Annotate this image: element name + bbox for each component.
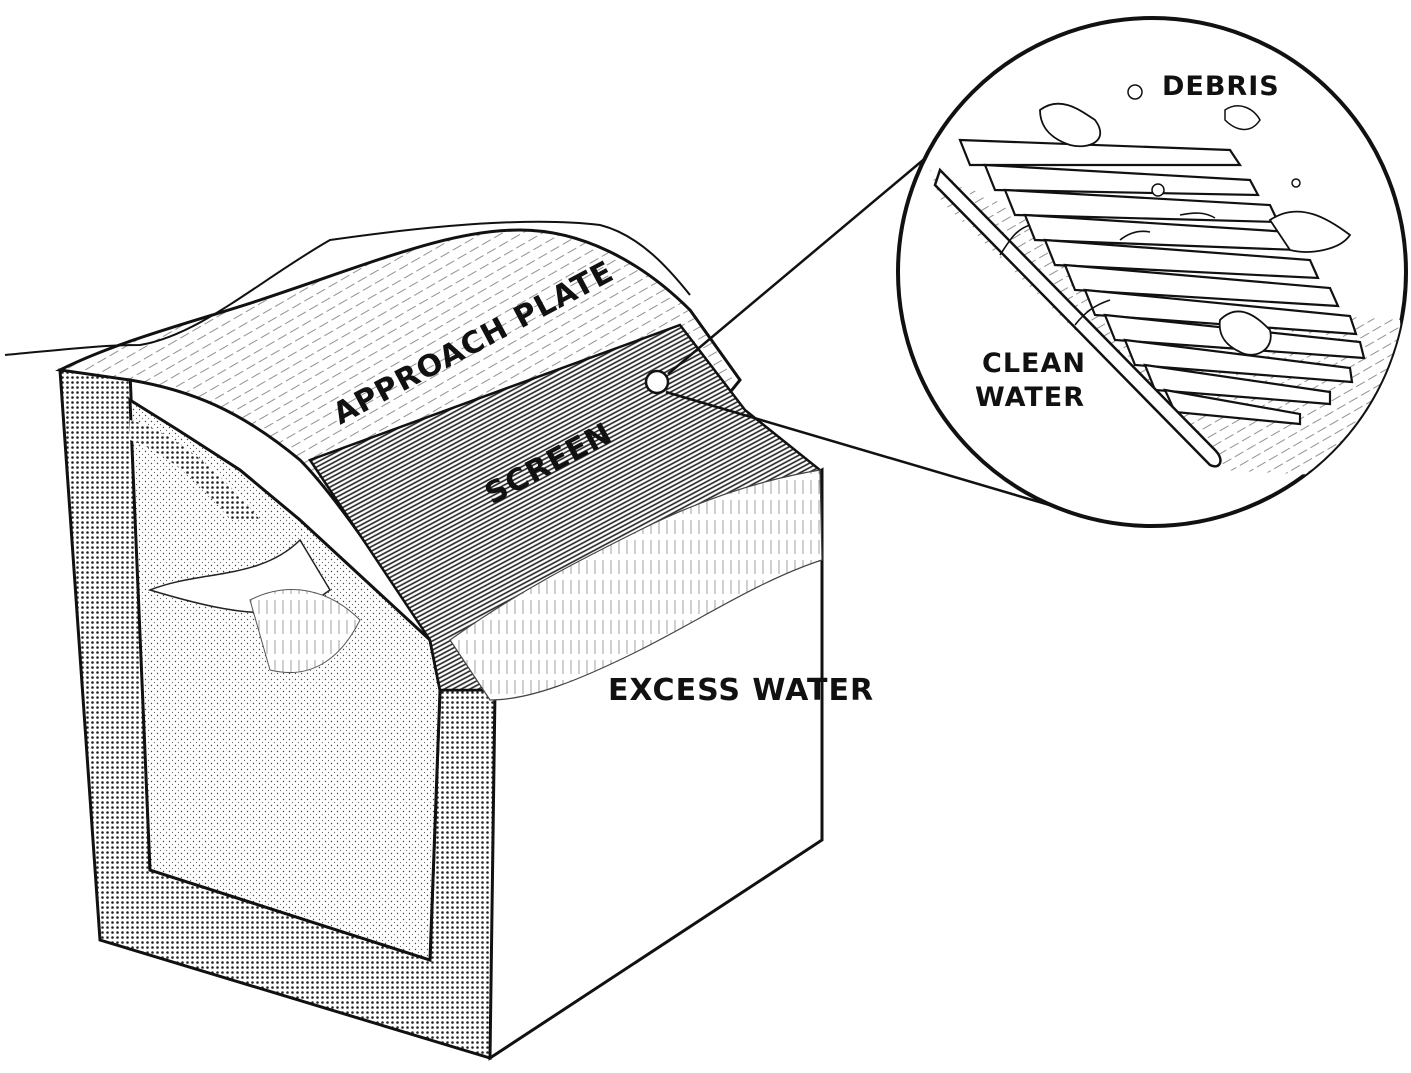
channel-shadow [130, 420, 260, 520]
detail-marker-circle [644, 369, 670, 395]
label-clean-water-line1: CLEAN [982, 348, 1086, 379]
callout-line-top [667, 149, 936, 375]
flow-arrows [999, 212, 1216, 326]
debris-pebble-icon [1291, 178, 1301, 188]
magnified-detail [896, 16, 1408, 528]
debris-pebble-icon [1151, 183, 1165, 197]
callout-line-bottom [665, 390, 1081, 516]
excess-water-flow [449, 469, 823, 701]
falling-water [249, 589, 361, 674]
label-clean-water-line2: WATER [975, 382, 1085, 413]
leaf-icon [1268, 210, 1352, 253]
label-excess-water: EXCESS WATER [608, 673, 874, 708]
leaf-icon [1224, 105, 1261, 131]
wedge-wire-bars [958, 138, 1366, 426]
leaf-icon [1039, 102, 1102, 148]
leaf-icon [1218, 310, 1272, 356]
label-debris: DEBRIS [1162, 71, 1280, 102]
upstream-water-line [4, 220, 691, 356]
debris-pebble-icon [1127, 84, 1143, 100]
